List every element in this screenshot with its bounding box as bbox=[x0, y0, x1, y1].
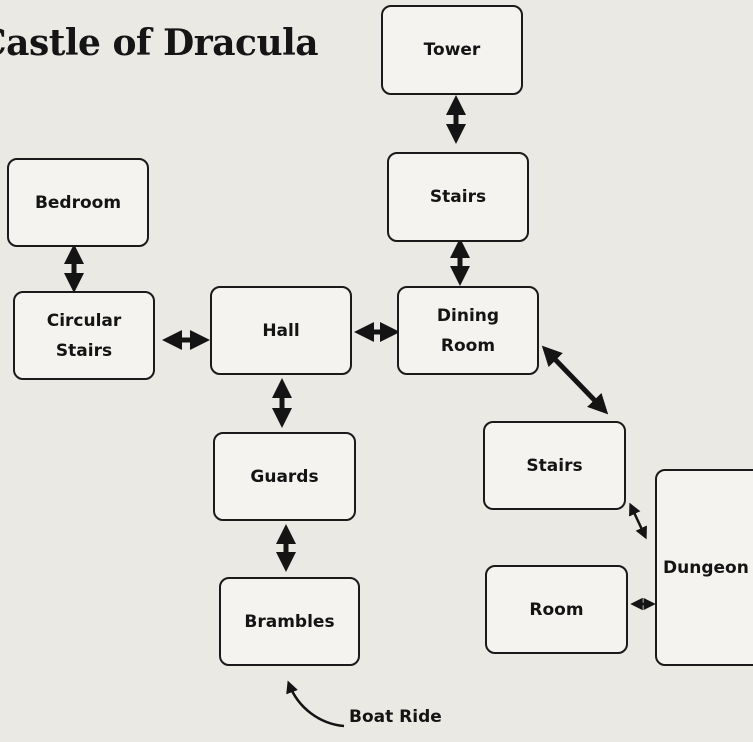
room-dining: Dining Room bbox=[397, 286, 539, 375]
room-stairs-lower: Stairs bbox=[483, 421, 626, 510]
room-bedroom: Bedroom bbox=[7, 158, 149, 247]
arrow-boat-ride bbox=[286, 680, 345, 728]
arrow-stairs-dungeon bbox=[629, 502, 647, 540]
room-brambles: Brambles bbox=[219, 577, 360, 666]
room-dungeon: Dungeon bbox=[655, 469, 753, 666]
boat-ride-label: Boat Ride bbox=[349, 707, 442, 727]
room-tower: Tower bbox=[381, 5, 523, 95]
room-circular-stairs: Circular Stairs bbox=[13, 291, 155, 380]
room-stairs-upper: Stairs bbox=[387, 152, 529, 242]
room-room: Room bbox=[485, 565, 628, 654]
arrow-dining-stairs bbox=[541, 345, 609, 415]
room-hall: Hall bbox=[210, 286, 352, 375]
map-title: Castle of Dracula bbox=[0, 22, 319, 64]
room-guards: Guards bbox=[213, 432, 356, 521]
